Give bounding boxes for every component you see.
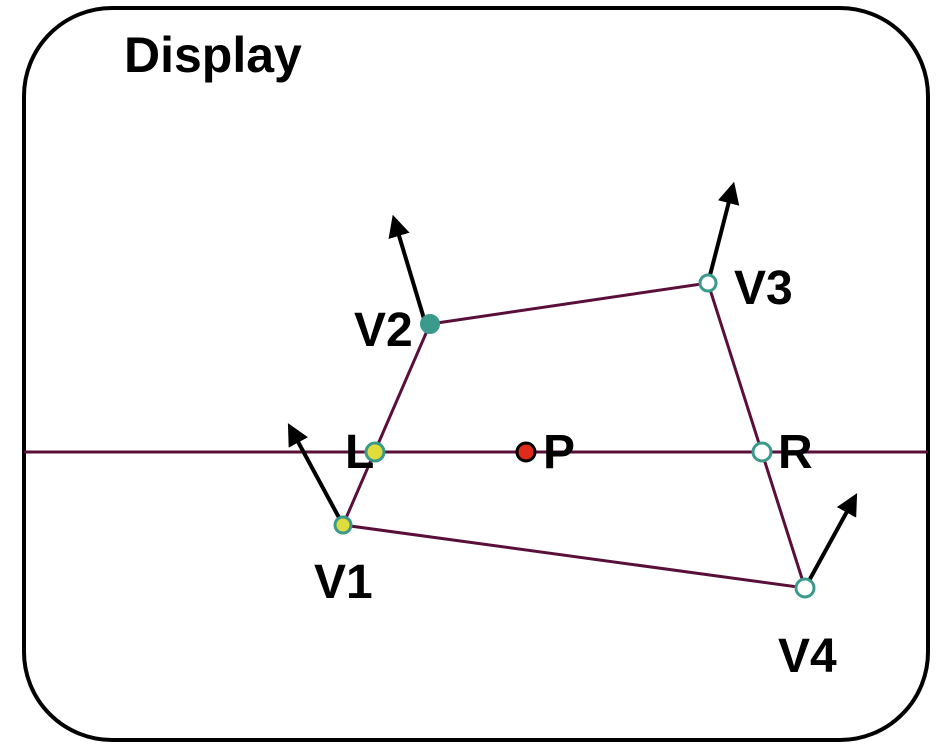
vertex-v4-marker [794,577,816,599]
vertex-v1-marker [333,515,353,535]
normal-arrow-v4 [803,493,858,589]
display-frame [22,6,930,742]
vertex-v4-label: V4 [778,630,837,683]
point-p-marker [515,441,537,463]
vertex-v3-marker [698,273,718,293]
intersection-l-marker [364,441,386,463]
normal-arrow-v1 [287,423,345,526]
display-title: Display [124,27,302,83]
normal-arrow-v2 [388,214,427,323]
point-p-label: P [543,426,575,479]
intersection-l-label: L [345,426,374,479]
intersection-r-label: R [778,426,813,479]
normal-arrow-v3 [706,181,740,284]
vertex-v3-label: V3 [734,262,793,315]
intersection-r-marker [751,441,773,463]
vertex-v1-label: V1 [314,556,373,609]
vertex-v2-label: V2 [354,304,413,357]
vertex-v2-marker [420,314,440,334]
